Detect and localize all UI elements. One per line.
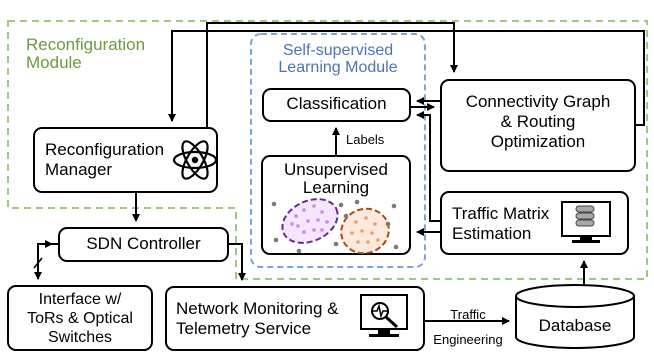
edge-sdn-to-interface [34, 243, 59, 280]
interface-label: Interface w/ ToRs & Optical Switches [27, 291, 133, 347]
reconfiguration-module-label: Reconfiguration Module [26, 35, 146, 73]
edge-traffic-to-connectivity [416, 111, 441, 222]
traffic-engineering-label: Traffic Engineering [433, 307, 503, 347]
unsupervised-label: Unsupervised Learning [284, 160, 388, 198]
traffic-matrix-label: Traffic Matrix Estimation [452, 204, 550, 243]
edge-top-loop-to-connectivity [206, 22, 458, 128]
cluster-purple [281, 198, 339, 244]
database-cylinder [515, 284, 635, 349]
edge-sdn-to-monitoring [228, 243, 246, 281]
monitoring-label: Network Monitoring & Telemetry Service [176, 299, 339, 339]
database-label: Database [538, 316, 612, 335]
connectivity-label: Connectivity Graph & Routing Optimizatio… [465, 92, 611, 152]
monitoring-box [165, 286, 425, 351]
interface-box [7, 285, 153, 351]
unlabeled-points [271, 199, 399, 254]
classification-label: Classification [286, 94, 387, 113]
ssl-module-region [250, 33, 426, 268]
labels-edge-label: Labels [346, 132, 385, 147]
database-server-icon [561, 201, 611, 243]
reconfig-manager-label: Reconfiguration Manager [45, 140, 165, 180]
atom-icon [172, 140, 218, 180]
edge-interface-to-sdn [37, 240, 53, 262]
edge-break-mark [33, 257, 43, 269]
monitor-analytics-icon [360, 294, 408, 337]
reconfiguration-module-region [7, 20, 648, 280]
sdn-controller-label: SDN Controller [86, 234, 201, 253]
ssl-module-label: Self-supervised Learning Module [278, 42, 398, 77]
classification-box [262, 88, 411, 122]
edge-connectivity-to-manager [168, 30, 645, 126]
